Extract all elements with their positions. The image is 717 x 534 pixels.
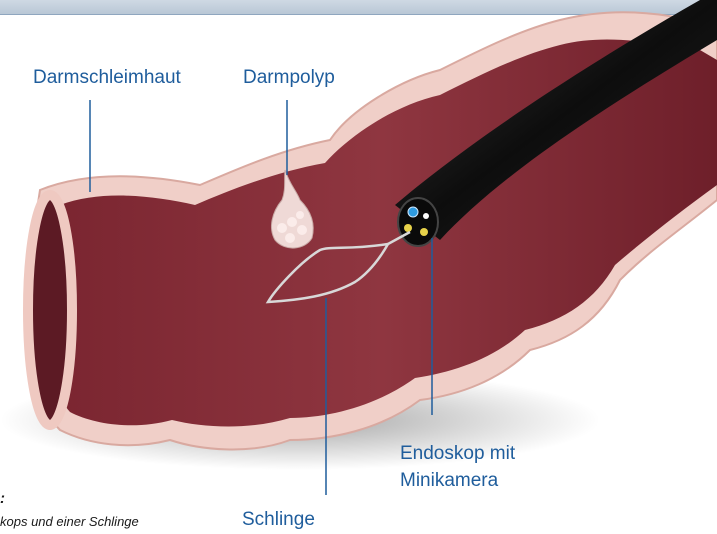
caption-title: : [0,490,5,507]
light-1-icon [404,224,412,232]
label-schlinge: Schlinge [242,508,315,532]
label-endoskop-line1: Endoskop mit [400,442,515,466]
intestine-opening [28,195,72,425]
channel-icon [423,213,429,219]
caption-text: kops und einer Schlinge [0,514,139,529]
label-darmpolyp: Darmpolyp [243,66,335,90]
label-endoskop-line2: Minikamera [400,469,498,493]
light-2-icon [420,228,428,236]
camera-lens-icon [408,207,418,217]
label-darmschleimhaut: Darmschleimhaut [33,66,181,90]
